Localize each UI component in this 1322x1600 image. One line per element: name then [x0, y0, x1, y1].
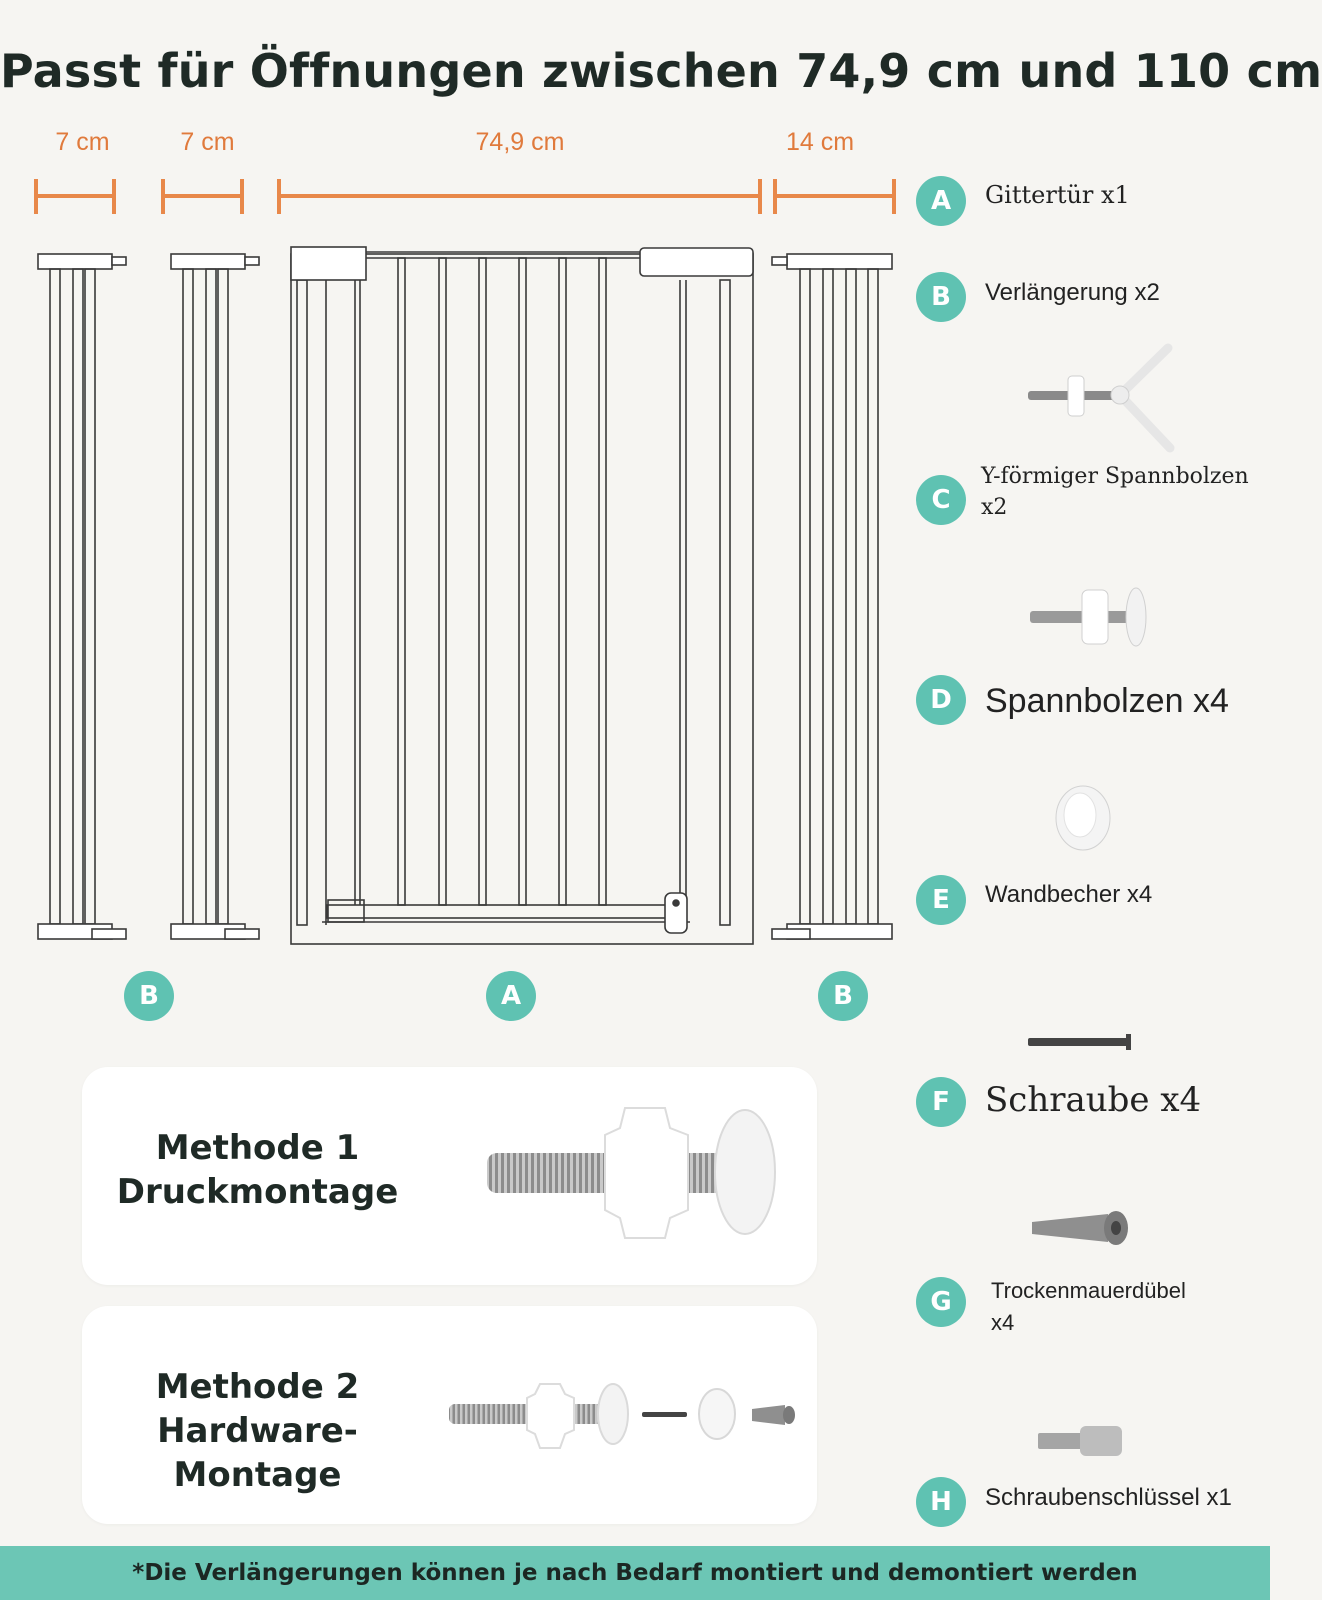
- badge-extension-left: B: [124, 971, 174, 1021]
- tension-bolt-icon: [1030, 587, 1147, 647]
- dimension-label-ext3: 14 cm: [785, 128, 855, 156]
- part-label-d: Spannbolzen x4: [985, 682, 1229, 720]
- part-badge-c: C: [916, 475, 966, 525]
- part-badge-b: B: [916, 272, 966, 322]
- method-2-hardware-image: [449, 1383, 795, 1449]
- part-label-g: Trockenmauerdübel: [991, 1278, 1186, 1303]
- method-1-line1: Methode 1: [155, 1128, 360, 1168]
- wrench-key-icon: [1038, 1426, 1122, 1456]
- gate-door-diagram: [290, 246, 754, 945]
- part-badge-e: E: [916, 875, 966, 925]
- extension-piece-right: [771, 253, 893, 940]
- part-badge-h: H: [916, 1477, 966, 1527]
- part-label-c: Y-förmiger Spannbolzen: [981, 464, 1249, 489]
- part-label-a: Gittertür x1: [985, 181, 1130, 209]
- part-badge-a: A: [916, 176, 966, 226]
- method-1-title: Methode 1 Druckmontage: [100, 1126, 415, 1214]
- badge-extension-right: B: [818, 971, 868, 1021]
- extension-piece-left-1: [37, 253, 127, 940]
- part-label-e: Wandbecher x4: [985, 881, 1153, 908]
- drywall-anchor-icon: [1032, 1211, 1128, 1245]
- dimension-bars: [34, 179, 896, 214]
- part-badge-g: G: [916, 1277, 966, 1327]
- part-label-g-qty: x4: [991, 1310, 1015, 1335]
- method-1-line2: Druckmontage: [116, 1172, 399, 1213]
- dimension-label-ext1: 7 cm: [55, 128, 110, 156]
- part-label-h: Schraubenschlüssel x1: [985, 1484, 1232, 1511]
- page-title: Passt für Öffnungen zwischen 74,9 cm und…: [0, 44, 1322, 98]
- y-tension-bolt-icon: [1028, 343, 1175, 453]
- part-label-c-qty: x2: [981, 495, 1008, 520]
- footer-note: *Die Verlängerungen können je nach Bedar…: [0, 1546, 1270, 1600]
- dimension-label-gate: 74,9 cm: [475, 128, 565, 156]
- method-2-title: Methode 2 Hardware-Montage: [80, 1365, 435, 1498]
- badge-gate: A: [486, 971, 536, 1021]
- part-label-f: Schraube x4: [985, 1080, 1202, 1120]
- method-2-line2: Hardware-Montage: [157, 1411, 358, 1496]
- dimension-label-ext2: 7 cm: [180, 128, 235, 156]
- part-badge-d: D: [916, 675, 966, 725]
- method-2-line1: Methode 2: [155, 1367, 360, 1407]
- wall-cup-icon: [1055, 785, 1111, 851]
- screw-icon: [1028, 1034, 1131, 1050]
- part-label-b: Verlängerung x2: [985, 279, 1160, 306]
- part-badge-f: F: [916, 1077, 966, 1127]
- method-1-bolt-image: [487, 1107, 776, 1239]
- extension-piece-left-2: [170, 253, 260, 940]
